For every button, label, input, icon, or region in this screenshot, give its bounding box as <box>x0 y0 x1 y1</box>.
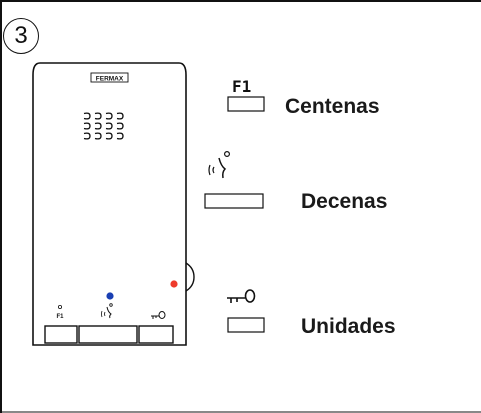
centenas-label: Centenas <box>285 95 380 118</box>
talk-key-icon <box>208 151 231 179</box>
speaker-hole <box>116 132 124 140</box>
decenas-label: Decenas <box>301 190 388 213</box>
speaker-hole <box>105 132 113 140</box>
legend-talk-button <box>204 193 264 209</box>
legend-f1-button <box>227 96 265 112</box>
brand-logo: FERMAX <box>96 76 124 83</box>
speaker-hole <box>105 112 113 120</box>
side-volume-knob <box>185 262 195 292</box>
speaker-hole <box>94 132 102 140</box>
f1-button-icon: F1 <box>56 304 64 320</box>
door-key-icon <box>227 289 256 303</box>
talk-button-icon <box>101 303 113 319</box>
f1-button[interactable] <box>44 325 78 344</box>
speaker-hole <box>105 122 113 130</box>
led-blue <box>106 292 114 300</box>
door-button[interactable] <box>138 325 174 344</box>
step-number: 3 <box>14 22 28 49</box>
speaker-hole <box>116 112 124 120</box>
brand-plate <box>90 72 129 83</box>
led-red <box>170 280 178 288</box>
speaker-grille <box>83 112 124 140</box>
device-outline <box>32 62 187 346</box>
speaker-hole <box>94 112 102 120</box>
speaker-hole <box>83 112 91 120</box>
legend-door-button <box>227 317 265 333</box>
unidades-label: Unidades <box>301 315 396 338</box>
speaker-hole <box>83 122 91 130</box>
f1-key-label: F1 <box>232 77 252 96</box>
speaker-hole <box>83 132 91 140</box>
door-key-button-icon <box>151 311 166 319</box>
intercom-device: FERMAX F1 <box>32 62 195 346</box>
speaker-hole <box>94 122 102 130</box>
f1-button-glyph: F1 <box>56 314 64 320</box>
step-number-badge: 3 <box>3 18 39 54</box>
talk-button[interactable] <box>78 325 138 344</box>
speaker-hole <box>116 122 124 130</box>
